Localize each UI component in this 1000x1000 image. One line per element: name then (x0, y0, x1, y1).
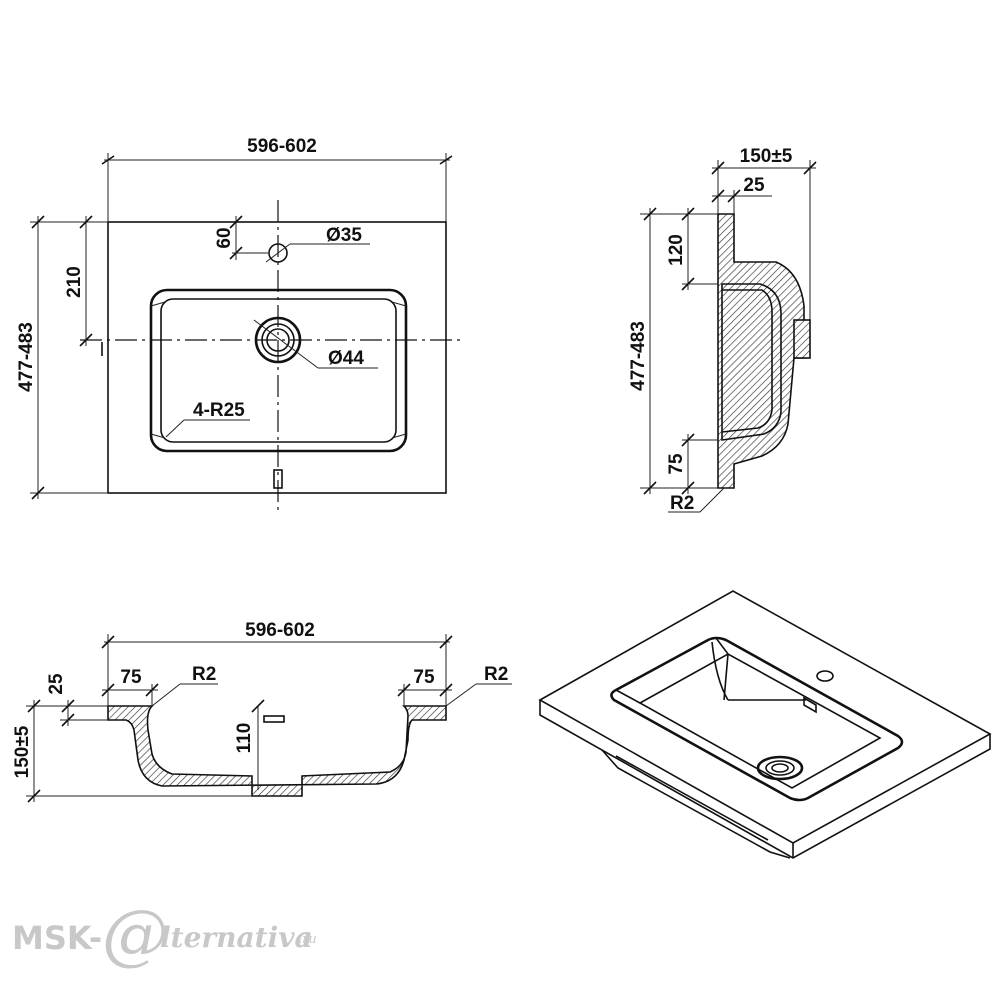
drain-diameter-label: Ø44 (328, 348, 364, 369)
front-section (107, 705, 447, 797)
tap-hole (268, 243, 288, 263)
watermark-tld: .ru (298, 932, 317, 947)
front-view: 596-602 75 75 R2 R2 25 150±5 (12, 620, 512, 803)
top-width-label: 596-602 (247, 136, 317, 157)
side-section (717, 213, 805, 489)
tap-offset-label: 60 (214, 227, 235, 248)
front-right-edge-label: 75 (413, 667, 435, 688)
front-thickness-label: 25 (46, 673, 67, 695)
side-radius-label: R2 (670, 493, 694, 514)
watermark: MSK- @ lternativa .ru (12, 896, 317, 973)
iso-drain (756, 755, 804, 781)
drain-inner (266, 328, 290, 352)
side-thickness-label: 25 (743, 175, 765, 196)
front-left-radius-label: R2 (192, 664, 216, 685)
side-front-edge-label: 75 (666, 453, 687, 475)
side-view: 150±5 25 477-483 120 75 R2 (628, 146, 817, 514)
watermark-at: @ (102, 896, 168, 973)
watermark-prefix: MSK- (12, 919, 102, 957)
hole-offset-label: 210 (64, 266, 85, 298)
top-depth-label: 477-483 (16, 322, 37, 392)
top-view: 596-602 477-483 210 60 Ø35 Ø44 4-R25 (16, 136, 460, 515)
front-height-label: 150±5 (12, 725, 33, 778)
tap-diameter-label: Ø35 (326, 225, 362, 246)
iso-top-surface (538, 590, 992, 844)
watermark-suffix: lternativa (160, 921, 313, 954)
side-height-label: 150±5 (740, 146, 793, 167)
iso-tap-hole (816, 670, 834, 682)
overflow-height-label: 110 (234, 723, 255, 754)
drain-outer (254, 316, 302, 364)
isometric-view (538, 590, 992, 859)
iso-basin-floor (638, 653, 882, 789)
side-back-edge-label: 120 (666, 234, 687, 266)
top-view-outline (107, 221, 447, 494)
front-width-label: 596-602 (245, 620, 315, 641)
side-depth-label: 477-483 (628, 321, 649, 391)
drain-mid (261, 323, 295, 357)
front-right-radius-label: R2 (484, 664, 508, 685)
corner-radius-label: 4-R25 (193, 400, 245, 421)
front-left-edge-label: 75 (120, 667, 142, 688)
iso-basin-rim (610, 636, 904, 802)
